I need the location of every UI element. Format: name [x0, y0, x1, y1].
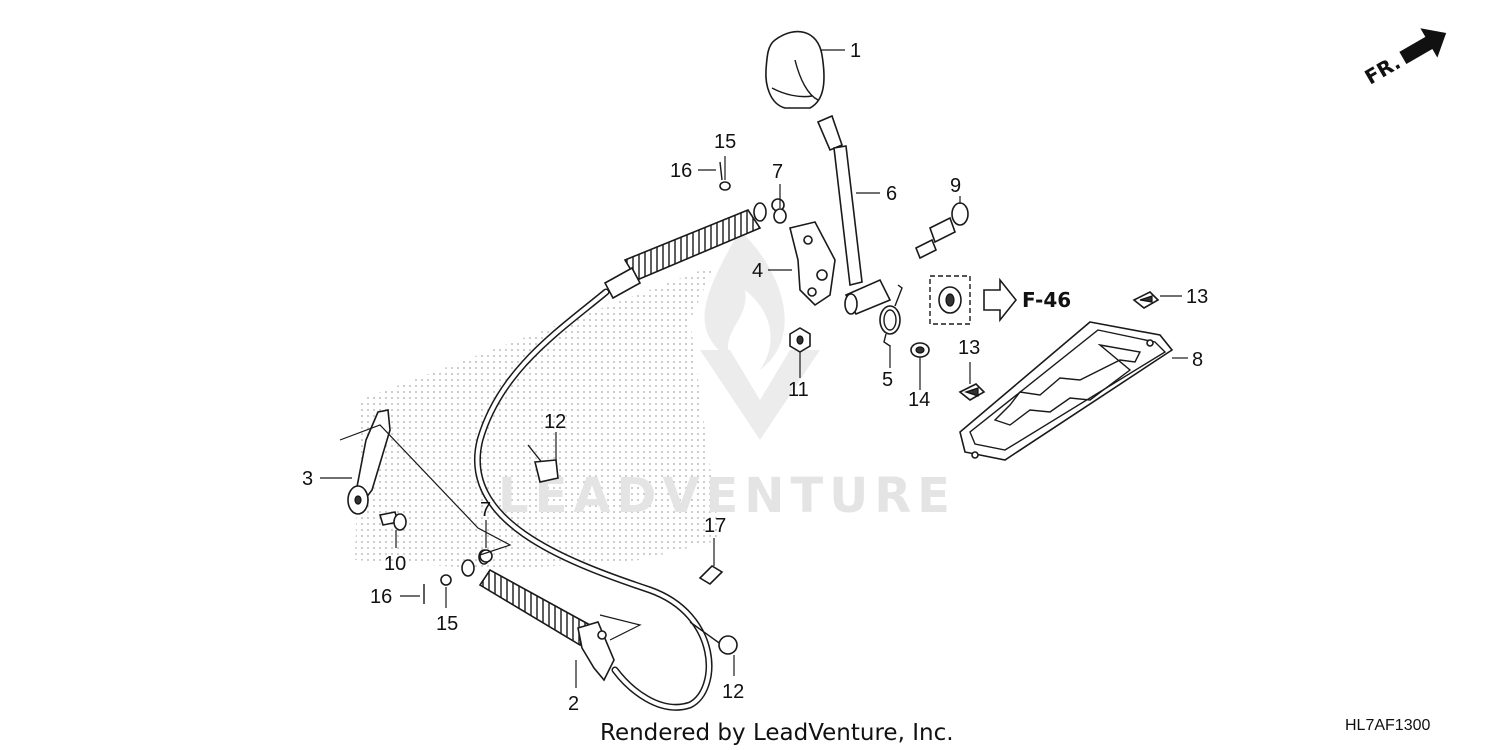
washer-7-upper	[773, 208, 787, 224]
lever-bracket	[789, 221, 836, 307]
callout-12-lower: 12	[722, 681, 744, 703]
callout-13-lower: 13	[958, 337, 980, 359]
callout-6: 6	[886, 183, 897, 205]
bolt-10	[378, 511, 407, 531]
washer-7-lower	[479, 549, 493, 563]
watermark-text: LEADVENTURE	[498, 468, 956, 524]
callout-12-upper: 12	[544, 411, 566, 433]
credit-text: Rendered by LeadVenture, Inc.	[600, 720, 954, 746]
shift-cable-lower	[461, 549, 615, 682]
watermark: LEADVENTURE	[498, 230, 956, 524]
selector-arm	[347, 409, 391, 515]
callout-14: 14	[908, 389, 930, 411]
shift-lever	[816, 114, 892, 316]
shift-cable	[474, 288, 713, 711]
shift-gate-plate	[959, 321, 1174, 461]
callout-7-lower: 7	[480, 499, 491, 521]
callout-15-upper: 15	[714, 131, 736, 153]
shaded-region	[355, 265, 720, 570]
callout-16-upper: 16	[670, 160, 692, 182]
cable-tie-12-lower	[689, 621, 738, 655]
callout-1: 1	[850, 40, 861, 62]
pivot-bolt	[914, 202, 969, 260]
front-arrow-icon	[1399, 28, 1447, 64]
callout-11: 11	[788, 379, 809, 401]
torsion-spring	[879, 284, 903, 347]
grommet-14	[910, 342, 930, 358]
front-direction-label: FR.	[1361, 50, 1405, 89]
washer-15-upper	[719, 181, 731, 191]
callout-8: 8	[1192, 349, 1203, 371]
cable-tie-12-upper	[527, 444, 559, 483]
clip-13-lower	[958, 383, 986, 401]
callout-17: 17	[704, 515, 726, 537]
reference-label: F-46	[1022, 288, 1071, 312]
leader-lines	[320, 49, 1188, 688]
shift-knob	[765, 30, 825, 109]
callout-10: 10	[384, 553, 406, 575]
washer-15-lower	[440, 574, 452, 586]
callout-4: 4	[752, 260, 763, 282]
reference-box: F-46	[929, 275, 1071, 325]
nut-11	[789, 327, 811, 353]
callout-7-upper: 7	[772, 161, 783, 183]
front-direction-marker: FR.	[1361, 28, 1447, 89]
bolt-17	[698, 564, 724, 586]
callout-13-upper: 13	[1186, 286, 1208, 308]
callout-9: 9	[950, 175, 961, 197]
callout-16-lower: 16	[370, 586, 392, 608]
drawing-code: HL7AF1300	[1345, 717, 1430, 734]
callout-5: 5	[882, 369, 893, 391]
shift-cable-upper	[603, 198, 785, 300]
callout-3: 3	[302, 468, 313, 490]
callout-15-lower: 15	[436, 613, 458, 635]
callout-2: 2	[568, 693, 579, 715]
pin-16-upper	[719, 161, 723, 181]
clip-13-upper	[1132, 291, 1160, 309]
